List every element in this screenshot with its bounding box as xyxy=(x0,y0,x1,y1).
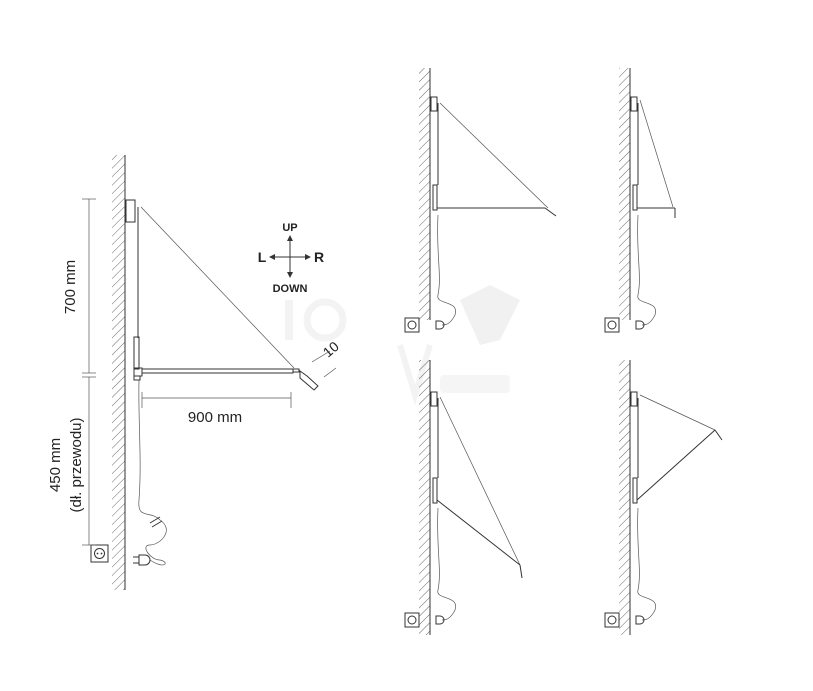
lamp-arm xyxy=(436,499,521,566)
support-wire xyxy=(639,99,674,208)
lamp-shade xyxy=(544,207,557,217)
compass-right: R xyxy=(314,249,324,265)
main-wall xyxy=(112,155,126,590)
position-variants xyxy=(404,68,723,635)
wall xyxy=(619,360,630,635)
plug-icon xyxy=(635,320,645,330)
arm-mount xyxy=(432,477,438,504)
plug-icon xyxy=(435,615,445,625)
support-wire xyxy=(439,396,521,566)
vertical-dimension xyxy=(82,198,96,546)
wall xyxy=(419,68,430,320)
socket-icon xyxy=(604,612,620,628)
ceiling-bracket xyxy=(430,96,438,112)
arm-dimension xyxy=(141,392,292,408)
socket-icon xyxy=(604,317,620,333)
socket-outlet-icon xyxy=(607,320,617,330)
socket-outlet-icon xyxy=(607,615,617,625)
arm-mount xyxy=(632,184,638,211)
socket-icon xyxy=(404,612,420,628)
shade-dimension xyxy=(311,350,337,378)
ceiling-bracket xyxy=(430,391,438,407)
compass-down: DOWN xyxy=(273,283,308,295)
socket-outlet-icon xyxy=(407,320,417,330)
height-lower-note: (dł. przewodu) xyxy=(68,417,85,512)
power-cable xyxy=(637,507,656,621)
direction-arrows-icon xyxy=(269,235,311,278)
socket-outlet-icon xyxy=(407,615,417,625)
socket-icon xyxy=(404,317,420,333)
compass-left: L xyxy=(258,249,267,265)
plug-icon xyxy=(133,554,151,566)
main-lamp xyxy=(125,199,319,566)
lamp-arm xyxy=(636,429,716,501)
plug-icon xyxy=(435,320,445,330)
power-cable xyxy=(637,214,656,326)
ceiling-bracket xyxy=(630,96,638,112)
power-cable xyxy=(437,507,456,621)
power-cable xyxy=(437,214,456,326)
height-upper-label: 700 mm xyxy=(62,260,79,314)
height-lower-label: 450 mm xyxy=(47,438,64,492)
arm-mount xyxy=(432,184,438,211)
arm-length-label: 900 mm xyxy=(188,409,242,426)
arm-mount xyxy=(632,477,638,504)
support-wire xyxy=(639,394,716,431)
lamp-shade xyxy=(519,564,523,579)
compass-up: UP xyxy=(282,222,297,234)
support-wire xyxy=(439,102,549,209)
watermark-logo xyxy=(285,285,520,406)
socket-icon xyxy=(90,544,109,563)
plug-icon xyxy=(635,615,645,625)
ceiling-bracket xyxy=(630,391,638,407)
wall xyxy=(419,360,430,635)
wall xyxy=(619,68,630,320)
lamp-shade xyxy=(714,429,723,441)
